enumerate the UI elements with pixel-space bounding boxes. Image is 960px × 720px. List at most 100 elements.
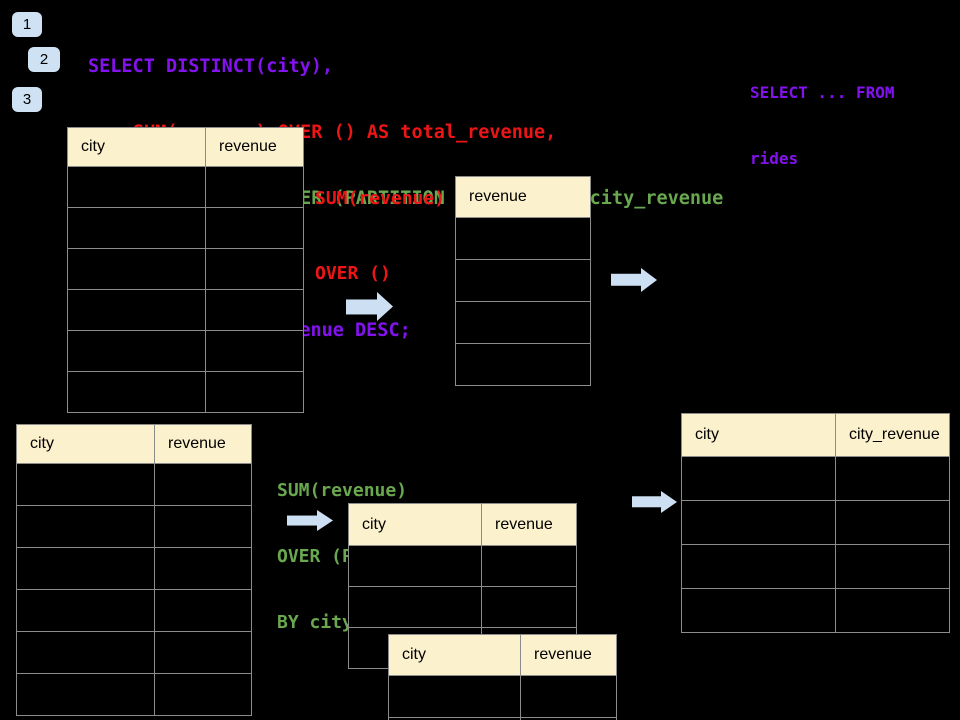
table-row xyxy=(348,545,577,587)
column-header: city xyxy=(348,503,482,546)
table-cell xyxy=(16,631,155,674)
table-cell xyxy=(67,166,206,208)
table-cell xyxy=(67,371,206,413)
column-header: city xyxy=(388,634,521,676)
table-row xyxy=(455,301,591,344)
table-row xyxy=(16,547,252,590)
table-row xyxy=(16,505,252,548)
side-code-line-1: SELECT ... FROM xyxy=(750,83,895,102)
table-cell xyxy=(835,588,950,633)
table-cell xyxy=(205,166,304,208)
table-cell xyxy=(455,301,591,344)
arrow-head xyxy=(317,510,333,531)
table-row xyxy=(455,259,591,302)
column-header: revenue xyxy=(520,634,617,676)
table-row xyxy=(455,343,591,386)
column-header: city_revenue xyxy=(835,413,950,457)
arrow-head xyxy=(641,268,657,292)
table-cell xyxy=(16,589,155,632)
table-row xyxy=(16,631,252,674)
table-cell xyxy=(455,217,591,260)
table-row xyxy=(348,586,577,628)
column-header: revenue xyxy=(481,503,577,546)
table-cell xyxy=(205,207,304,249)
arrow-head xyxy=(661,491,677,513)
table-cell xyxy=(835,544,950,589)
arrow-body xyxy=(611,273,642,287)
table-row xyxy=(67,289,304,331)
table-cell xyxy=(16,463,155,506)
side-code-line-2: rides xyxy=(750,149,799,168)
table-cell xyxy=(835,500,950,545)
table-cell xyxy=(154,631,252,674)
arrow-head xyxy=(377,292,393,321)
table-cell xyxy=(154,673,252,716)
side-code-block: SELECT ... FROM rides xyxy=(750,38,895,214)
column-header: city xyxy=(67,127,206,167)
table-row xyxy=(16,463,252,506)
table-cell xyxy=(681,500,836,545)
arrow-right-icon xyxy=(632,491,677,513)
step-badge-3: 3 xyxy=(12,87,42,112)
arrow-body xyxy=(287,515,318,526)
table-row xyxy=(388,675,617,718)
table-row xyxy=(388,717,617,720)
table-cell xyxy=(205,330,304,372)
table-row xyxy=(67,166,304,208)
step-badge-2: 2 xyxy=(28,47,60,72)
table-cell xyxy=(67,289,206,331)
table-cell xyxy=(388,675,521,718)
arrow-body xyxy=(346,298,378,315)
annotation-line: SUM(revenue) xyxy=(315,188,446,209)
table-row xyxy=(67,330,304,372)
table-cell xyxy=(681,544,836,589)
table-row xyxy=(681,544,950,589)
table-cell xyxy=(154,589,252,632)
table-cell xyxy=(681,588,836,633)
table-row xyxy=(455,217,591,260)
column-header: city xyxy=(681,413,836,457)
table-cell xyxy=(348,586,482,628)
table-row xyxy=(681,500,950,545)
table-cell xyxy=(520,675,617,718)
table-row xyxy=(681,456,950,501)
table-cell xyxy=(835,456,950,501)
table-cell xyxy=(455,259,591,302)
table-cell xyxy=(16,547,155,590)
column-header: city xyxy=(16,424,155,464)
table-row xyxy=(681,588,950,633)
table-cell xyxy=(205,289,304,331)
table-cell xyxy=(455,343,591,386)
annotation-line: OVER () xyxy=(315,263,391,284)
step-badge-1: 1 xyxy=(12,12,42,37)
table-cell xyxy=(67,248,206,290)
arrow-body xyxy=(632,496,662,508)
table-cell xyxy=(205,248,304,290)
column-header: revenue xyxy=(205,127,304,167)
table-row xyxy=(67,371,304,413)
arrow-right-icon xyxy=(346,292,393,321)
table-cell xyxy=(348,545,482,587)
table-cell xyxy=(205,371,304,413)
sql-line-select: SELECT DISTINCT(city), xyxy=(88,56,334,77)
table-row xyxy=(16,589,252,632)
table-row xyxy=(67,207,304,249)
arrow-right-icon xyxy=(611,268,657,292)
table-cell xyxy=(681,456,836,501)
column-header: revenue xyxy=(154,424,252,464)
table-cell xyxy=(154,463,252,506)
column-header: revenue xyxy=(455,176,591,218)
table-cell xyxy=(481,586,577,628)
table-total-revenue: revenue xyxy=(455,176,591,386)
table-cell xyxy=(16,673,155,716)
table-cell xyxy=(481,545,577,587)
arrow-right-icon xyxy=(287,510,333,531)
